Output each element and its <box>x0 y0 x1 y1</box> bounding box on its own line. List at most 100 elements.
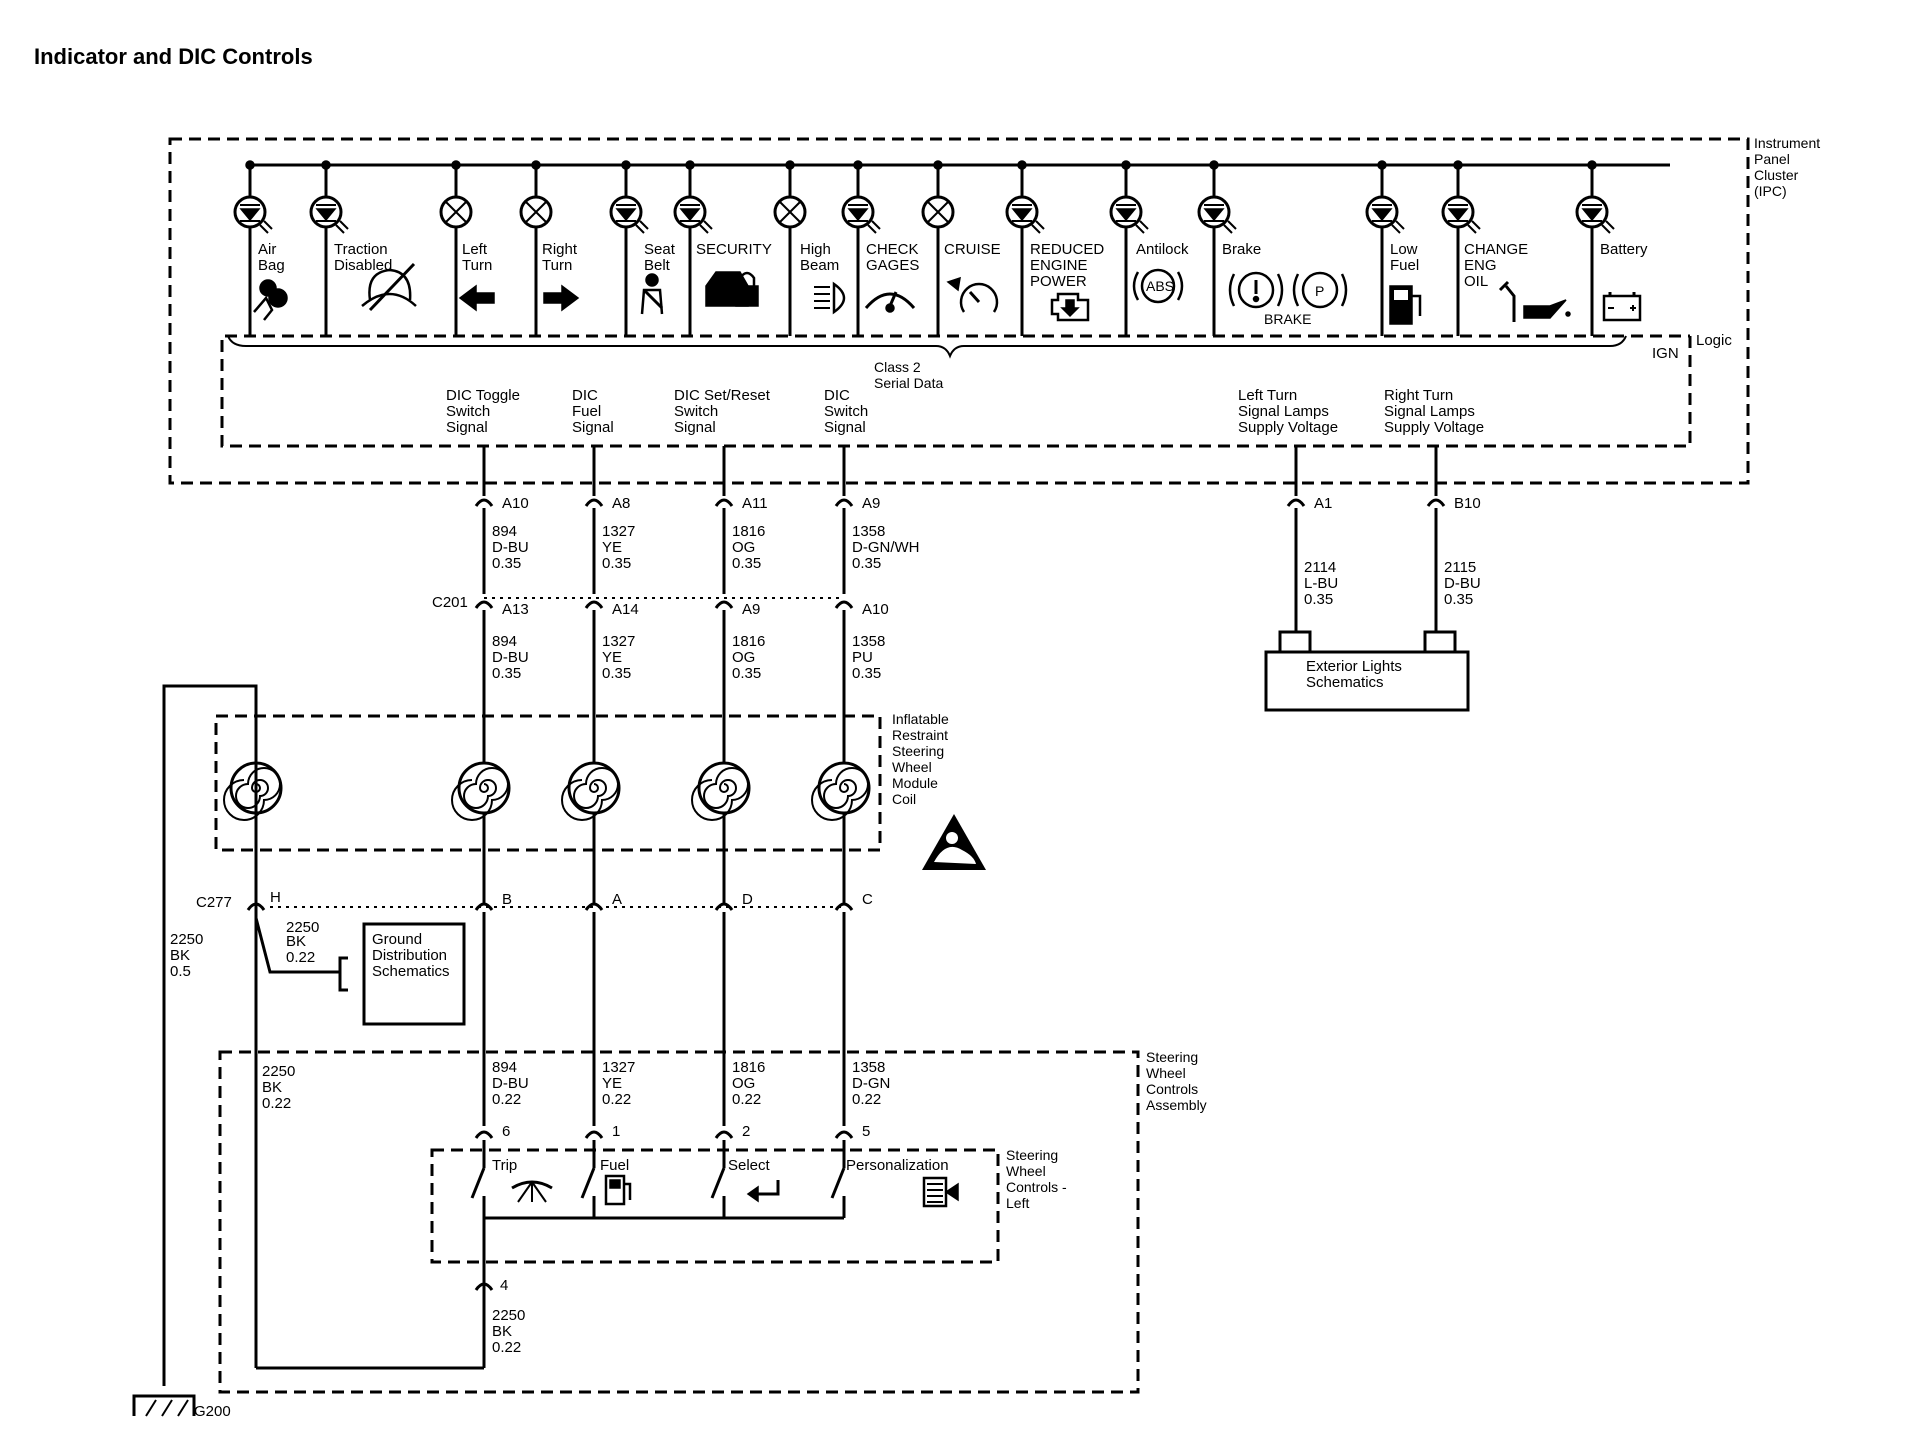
abs-icon: ABS <box>1132 268 1184 304</box>
wire-label: 0.35 <box>732 665 761 682</box>
indicator-label: Seat <box>644 241 676 258</box>
ground-distribution-box <box>362 922 466 1026</box>
svg-text:Serial Data: Serial Data <box>874 375 943 391</box>
dic-signal-3: DIC Set/ResetSwitchSignalA111816OG0.35A9… <box>674 387 771 1168</box>
svg-text:0.22: 0.22 <box>286 949 315 966</box>
svg-text:BK: BK <box>170 947 190 964</box>
switch-label: Trip <box>492 1157 517 1174</box>
svg-text:Instrument: Instrument <box>1754 135 1820 151</box>
coil-icon <box>811 761 871 821</box>
c201-label: C201 <box>432 594 468 611</box>
logic-frame <box>220 334 1692 448</box>
coil-module-label: Inflatable Restraint Steering Wheel Modu… <box>892 711 949 807</box>
wire-label: 1358 <box>852 1059 885 1076</box>
airbag-warning-icon <box>922 814 986 870</box>
svg-text:Module: Module <box>892 775 938 791</box>
svg-text:H: H <box>270 889 281 906</box>
dic-signal-1: DIC ToggleSwitchSignalA10894D-BU0.35A138… <box>446 387 529 1168</box>
svg-text:Panel: Panel <box>1754 151 1790 167</box>
svg-text:2250: 2250 <box>170 931 203 948</box>
indicator-label: Right <box>542 241 578 258</box>
indicator-label: CHECK <box>866 241 919 258</box>
ipc-pin: B10 <box>1454 495 1481 512</box>
wire-label: 894 <box>492 1059 517 1076</box>
turn-label: Supply Voltage <box>1238 419 1338 436</box>
wire-label: 1816 <box>732 633 765 650</box>
wire-label: 894 <box>492 523 517 540</box>
wire-label: 894 <box>492 633 517 650</box>
wire-label: YE <box>602 1075 622 1092</box>
indicator-label: Turn <box>462 257 492 274</box>
coil-module-frame <box>214 714 882 852</box>
security-icon <box>705 271 759 307</box>
ipc-pin: A8 <box>612 495 630 512</box>
wire-label: 1816 <box>732 523 765 540</box>
wire-label: D-GN/WH <box>852 539 920 556</box>
svg-text:Controls: Controls <box>1146 1081 1198 1097</box>
wire-label: 0.22 <box>732 1091 761 1108</box>
return-arrow-icon <box>746 1180 780 1203</box>
brake-icon: P <box>1228 271 1348 309</box>
indicator-label: OIL <box>1464 273 1488 290</box>
trip-icon <box>511 1180 553 1203</box>
switch-select: Select <box>710 1157 780 1218</box>
signal-label: Switch <box>824 403 868 420</box>
c201-pin: A10 <box>862 601 889 618</box>
left-arrow-icon <box>458 284 495 312</box>
indicator-label: Low <box>1390 241 1418 258</box>
c277-pin: B <box>502 891 512 908</box>
wire-label: L-BU <box>1304 575 1338 592</box>
dic-signal-4: DICSwitchSignalA91358D-GN/WH0.35A101358P… <box>824 387 920 1168</box>
seatbelt-icon <box>640 273 664 315</box>
svg-text:Steering: Steering <box>892 743 944 759</box>
svg-text:Class 2: Class 2 <box>874 359 921 375</box>
svg-text:Cluster: Cluster <box>1754 167 1799 183</box>
engine-icon <box>1050 292 1090 322</box>
indicator-label: Antilock <box>1136 241 1189 258</box>
wire-label: 0.35 <box>852 665 881 682</box>
signal-label: Signal <box>446 419 488 436</box>
switch-label: Fuel <box>600 1157 629 1174</box>
svg-text:BK: BK <box>286 933 306 950</box>
wire-label: YE <box>602 649 622 666</box>
turn-label: Supply Voltage <box>1384 419 1484 436</box>
wire-label: 1816 <box>732 1059 765 1076</box>
c277-pin: C <box>862 891 873 908</box>
switch-fuel: Fuel <box>580 1157 632 1218</box>
wire-label: 1327 <box>602 1059 635 1076</box>
switch-personalization: Personalization <box>830 1157 959 1218</box>
ipc-frame <box>168 137 1750 485</box>
indicator-label: GAGES <box>866 257 919 274</box>
wire-label: OG <box>732 539 755 556</box>
indicator-label: REDUCED <box>1030 241 1104 258</box>
wire-label: D-BU <box>1444 575 1481 592</box>
turn-label: Signal Lamps <box>1238 403 1329 420</box>
svg-text:Schematics: Schematics <box>1306 674 1384 691</box>
wire-label: YE <box>602 539 622 556</box>
wire-label: 0.22 <box>852 1091 881 1108</box>
wire-label: 1327 <box>602 523 635 540</box>
svg-text:ABS: ABS <box>1146 278 1174 294</box>
c201-pin: A13 <box>502 601 529 618</box>
wire-label: 0.35 <box>732 555 761 572</box>
wire-label: OG <box>732 649 755 666</box>
svg-text:P: P <box>1315 283 1324 299</box>
svg-text:Inflatable: Inflatable <box>892 711 949 727</box>
svg-text:Wheel: Wheel <box>1006 1163 1046 1179</box>
swc-assembly-label: Steering Wheel Controls Assembly <box>1146 1049 1207 1113</box>
signal-label: DIC Set/Reset <box>674 387 771 404</box>
svg-text:Exterior Lights: Exterior Lights <box>1306 658 1402 675</box>
indicator-label: CRUISE <box>944 241 1001 258</box>
svg-text:Controls -: Controls - <box>1006 1179 1067 1195</box>
wire-label: D-BU <box>492 1075 529 1092</box>
wire-label: PU <box>852 649 873 666</box>
wire-label: 0.35 <box>602 665 631 682</box>
switch-label: Select <box>728 1157 771 1174</box>
